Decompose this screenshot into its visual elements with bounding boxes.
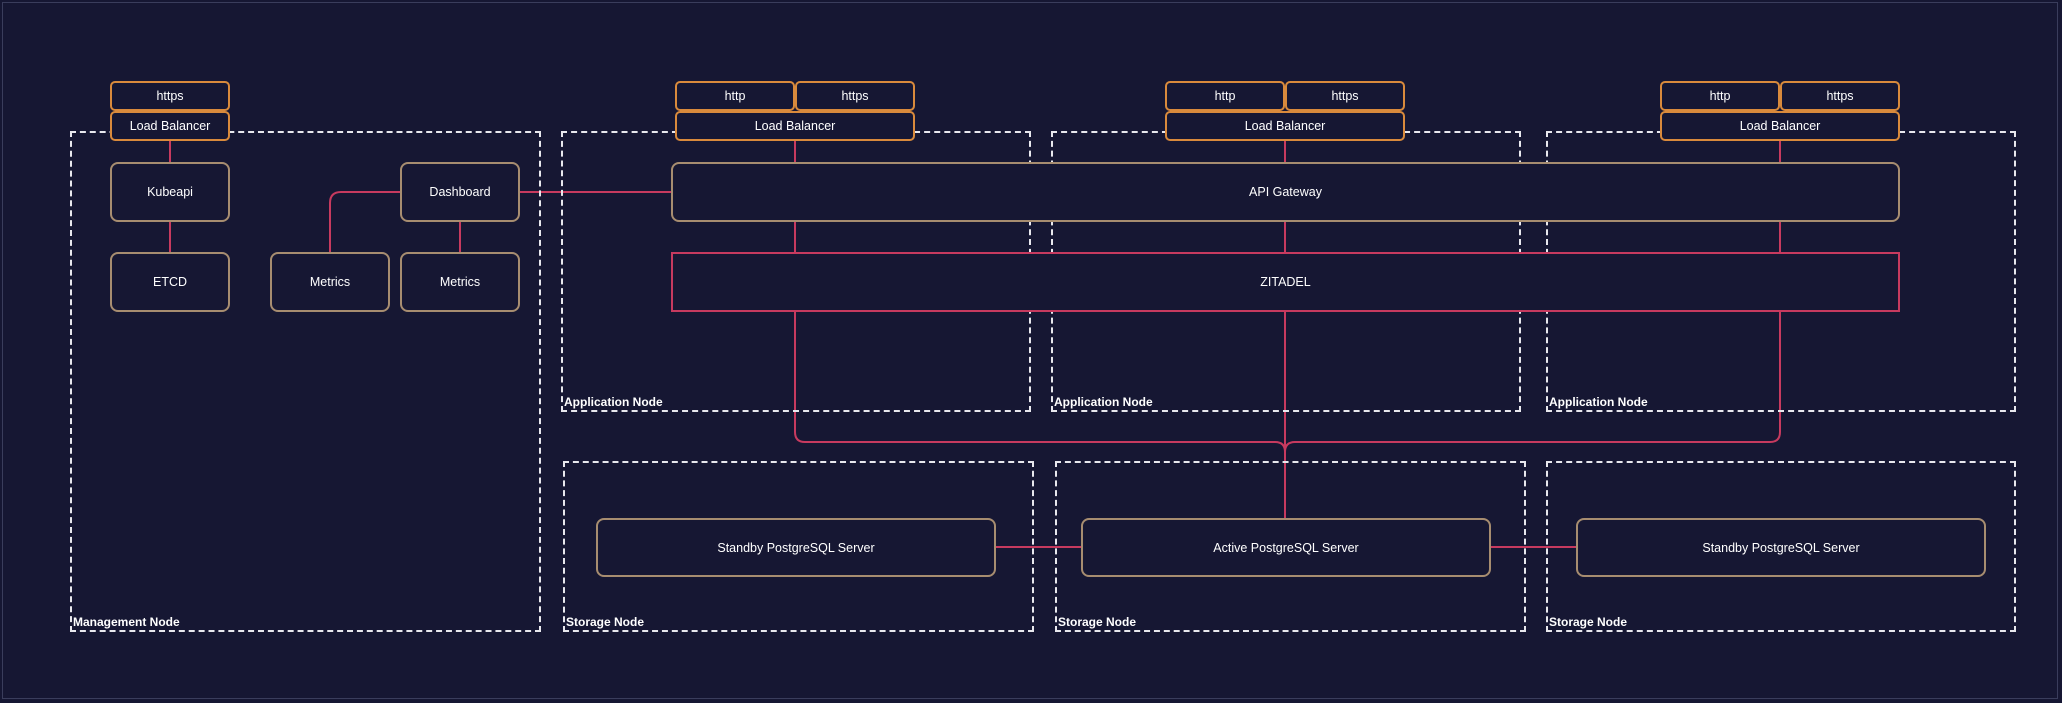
storage-node-label-1: Storage Node: [566, 615, 645, 629]
management-node-region: Management Node: [70, 131, 541, 632]
storage-node-region-2: Storage Node: [1055, 461, 1526, 632]
application-node-label-2: Application Node: [1054, 395, 1153, 409]
kubeapi-node[interactable]: Kubeapi: [110, 162, 230, 222]
api-gateway[interactable]: API Gateway: [671, 162, 1900, 222]
standby-postgresql-server-1[interactable]: Standby PostgreSQL Server: [596, 518, 996, 577]
app1-https-port[interactable]: https: [795, 81, 915, 111]
management-load-balancer[interactable]: Load Balancer: [110, 111, 230, 141]
link-zitadel-right-db: [1284, 312, 1781, 453]
app2-http-port[interactable]: http: [1165, 81, 1285, 111]
app3-load-balancer[interactable]: Load Balancer: [1660, 111, 1900, 141]
link-dashboard-metrics-1: [329, 191, 400, 252]
zitadel[interactable]: ZITADEL: [671, 252, 1900, 312]
application-node-label-1: Application Node: [564, 395, 663, 409]
etcd-node[interactable]: ETCD: [110, 252, 230, 312]
standby-postgresql-server-2[interactable]: Standby PostgreSQL Server: [1576, 518, 1986, 577]
app2-https-port[interactable]: https: [1285, 81, 1405, 111]
storage-node-region-1: Storage Node: [563, 461, 1034, 632]
metrics-node-1[interactable]: Metrics: [270, 252, 390, 312]
metrics-node-2[interactable]: Metrics: [400, 252, 520, 312]
app1-http-port[interactable]: http: [675, 81, 795, 111]
management-https-port[interactable]: https: [110, 81, 230, 111]
app2-load-balancer[interactable]: Load Balancer: [1165, 111, 1405, 141]
storage-node-region-3: Storage Node: [1546, 461, 2016, 632]
link-zitadel-left-db: [794, 312, 1286, 453]
storage-node-label-2: Storage Node: [1058, 615, 1137, 629]
app3-http-port[interactable]: http: [1660, 81, 1780, 111]
management-node-label: Management Node: [73, 615, 180, 629]
application-node-label-3: Application Node: [1549, 395, 1648, 409]
active-postgresql-server[interactable]: Active PostgreSQL Server: [1081, 518, 1491, 577]
app1-load-balancer[interactable]: Load Balancer: [675, 111, 915, 141]
app3-https-port[interactable]: https: [1780, 81, 1900, 111]
dashboard-node[interactable]: Dashboard: [400, 162, 520, 222]
storage-node-label-3: Storage Node: [1549, 615, 1628, 629]
